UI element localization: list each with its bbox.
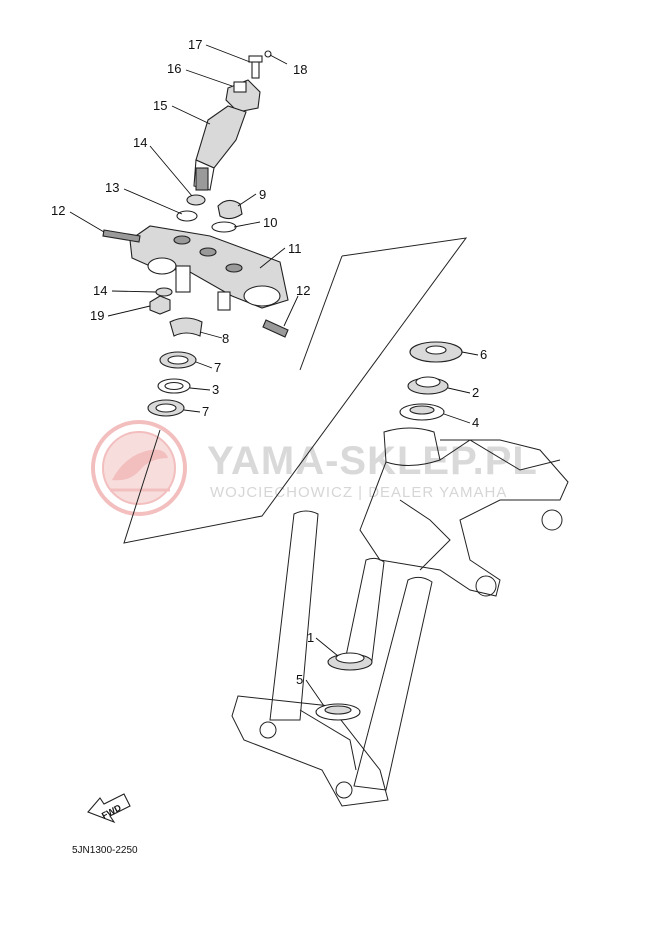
diagram-code: 5JN1300-2250 [72,845,138,856]
callout-8: 8 [222,331,229,346]
part-7-ring-nut-upper [159,351,197,369]
part-13-washer [176,210,198,222]
fwd-arrow-icon: FWD [87,793,131,824]
callout-9: 9 [259,187,266,202]
watermark: YAMA-SKLEP.PL WOJCIECHOWICZ | DEALER YAM… [91,420,538,516]
callout-7-lower: 7 [202,404,209,419]
callout-2: 2 [472,385,479,400]
part-17-bolt [248,55,263,79]
callout-1: 1 [307,630,314,645]
callout-4: 4 [472,415,479,430]
callout-17: 17 [188,37,202,52]
part-16-clamp [225,79,261,113]
callout-7-upper: 7 [214,360,221,375]
part-2-bearing-upper [407,376,449,395]
callout-3: 3 [212,382,219,397]
part-7-ring-nut-lower [147,399,185,417]
part-12-bolt-right [262,319,289,338]
callout-14-lower: 14 [93,283,107,298]
callout-5: 5 [296,672,303,687]
callout-12-left: 12 [51,203,65,218]
callout-10: 10 [263,215,277,230]
part-8-lock-washer [169,317,203,337]
frame [359,427,569,597]
callout-labels: 17 18 16 15 14 13 9 10 12 11 14 12 19 8 … [51,37,487,687]
assembly-outline [123,237,468,544]
part-15-handlebar [193,105,247,191]
part-3-rubber-washer [157,378,191,394]
part-10-washer [211,221,237,233]
watermark-brand: YAMA-SKLEP.PL [207,439,538,483]
part-9-cap-nut [217,199,243,220]
callout-11: 11 [288,241,302,256]
leader-lines [69,44,479,707]
part-14-washer-upper [186,194,206,206]
part-5-race-lower [315,703,361,721]
part-18-washer [264,50,272,58]
watermark-subtitle: WOJCIECHOWICZ | DEALER YAMAHA [210,484,507,501]
callout-13: 13 [105,180,119,195]
part-11-upper-bracket [129,225,289,311]
part-1-bearing-lower [327,652,373,671]
part-19-nut [149,295,171,315]
callout-18: 18 [293,62,307,77]
callout-15: 15 [153,98,167,113]
callout-14-upper: 14 [133,135,147,150]
part-6-cover [409,341,463,363]
callout-6: 6 [480,347,487,362]
fork-assembly [231,510,433,807]
callout-16: 16 [167,61,181,76]
part-12-bolt-left [102,229,141,243]
watermark-logo [91,420,187,516]
callout-19: 19 [90,308,104,323]
part-4-race [399,403,445,421]
part-14-washer-lower [155,287,173,297]
callout-12-right: 12 [296,283,310,298]
